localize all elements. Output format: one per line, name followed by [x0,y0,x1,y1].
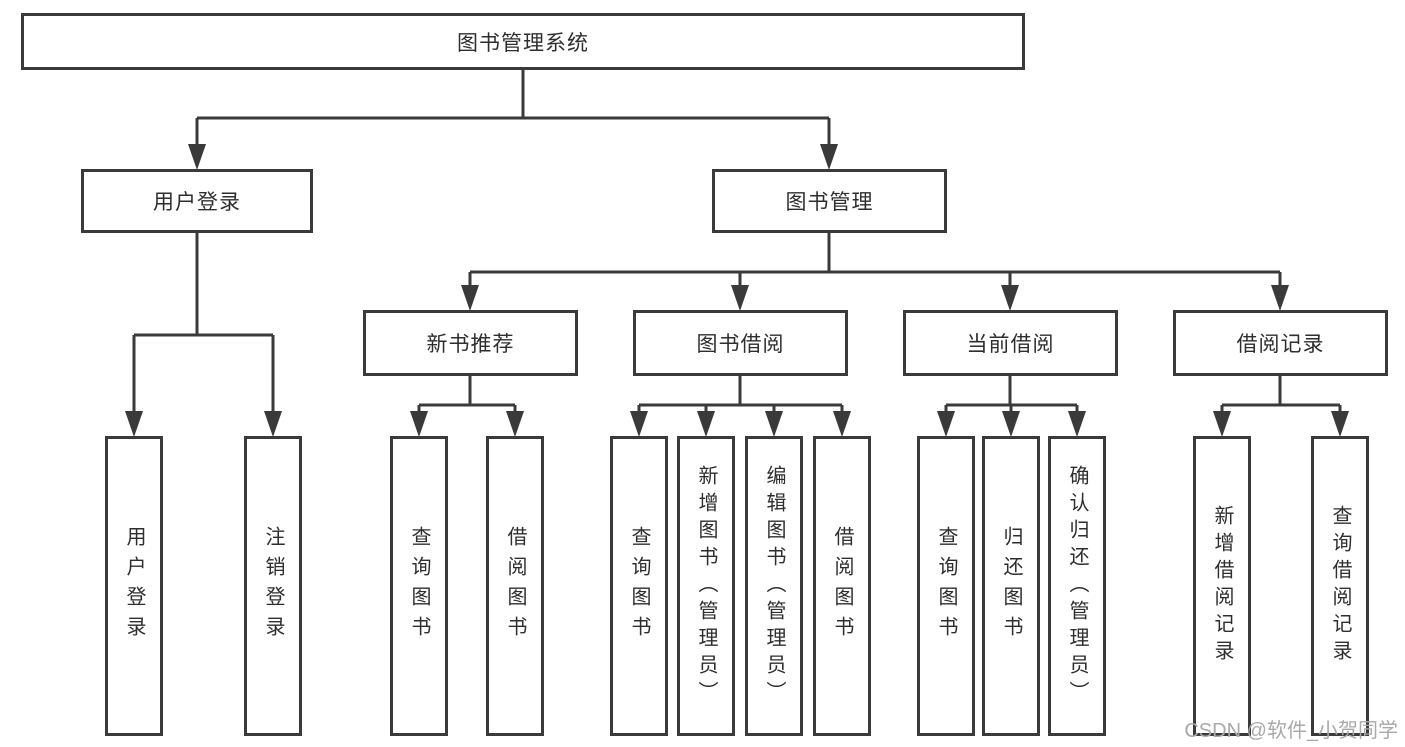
leaf-return-book: 归还图书 [982,436,1040,736]
node-borrow-record-label: 借阅记录 [1236,333,1325,356]
leaf-query-borrow-record: 查询借阅记录 [1311,436,1369,736]
leaf-borrow-book-2: 借阅图书 [813,436,871,736]
node-book-management-label: 图书管理 [785,191,874,214]
leaf-query-book-1: 查询图书 [390,436,448,736]
leaf-logout: 注销登录 [244,436,302,736]
leaf-logout-label: 注销登录 [262,526,284,646]
leaf-borrow-book-2-label: 借阅图书 [831,526,853,646]
node-user-login: 用户登录 [81,169,313,233]
node-user-login-label: 用户登录 [153,191,241,214]
node-current-borrow-label: 当前借阅 [966,333,1055,356]
leaf-borrow-book-1: 借阅图书 [486,436,544,736]
leaf-query-book-2: 查询图书 [610,436,668,736]
leaf-edit-book-admin: 编辑图书（管理员） [745,436,803,736]
leaf-confirm-return-admin: 确认归还（管理员） [1048,436,1106,736]
leaf-borrow-book-1-label: 借阅图书 [504,526,526,646]
leaf-add-borrow-record: 新增借阅记录 [1193,436,1251,736]
leaf-query-borrow-record-label: 查询借阅记录 [1329,505,1351,667]
csdn-watermark: CSDN @软件_小贺同学 [1184,720,1398,742]
leaf-edit-book-admin-label: 编辑图书（管理员） [763,464,785,708]
leaf-query-book-1-label: 查询图书 [408,526,430,646]
leaf-add-book-admin-label: 新增图书（管理员） [695,464,717,708]
node-current-borrow: 当前借阅 [903,310,1118,376]
leaf-return-book-label: 归还图书 [1000,526,1022,646]
leaf-user-login: 用户登录 [105,436,163,736]
leaf-confirm-return-admin-label: 确认归还（管理员） [1066,464,1088,708]
leaf-user-login-label: 用户登录 [123,526,145,646]
node-root-library-system: 图书管理系统 [21,13,1025,70]
node-new-book-recommend: 新书推荐 [363,310,578,376]
leaf-query-book-3: 查询图书 [917,436,975,736]
node-book-borrow-label: 图书借阅 [696,333,785,356]
leaf-query-book-2-label: 查询图书 [628,526,650,646]
node-book-borrow: 图书借阅 [633,310,848,376]
node-book-management: 图书管理 [712,169,947,233]
node-root-label: 图书管理系统 [457,31,589,55]
leaf-query-book-3-label: 查询图书 [935,526,957,646]
leaf-add-book-admin: 新增图书（管理员） [677,436,735,736]
leaf-add-borrow-record-label: 新增借阅记录 [1211,505,1233,667]
node-borrow-record: 借阅记录 [1173,310,1388,376]
node-new-book-recommend-label: 新书推荐 [426,333,515,356]
